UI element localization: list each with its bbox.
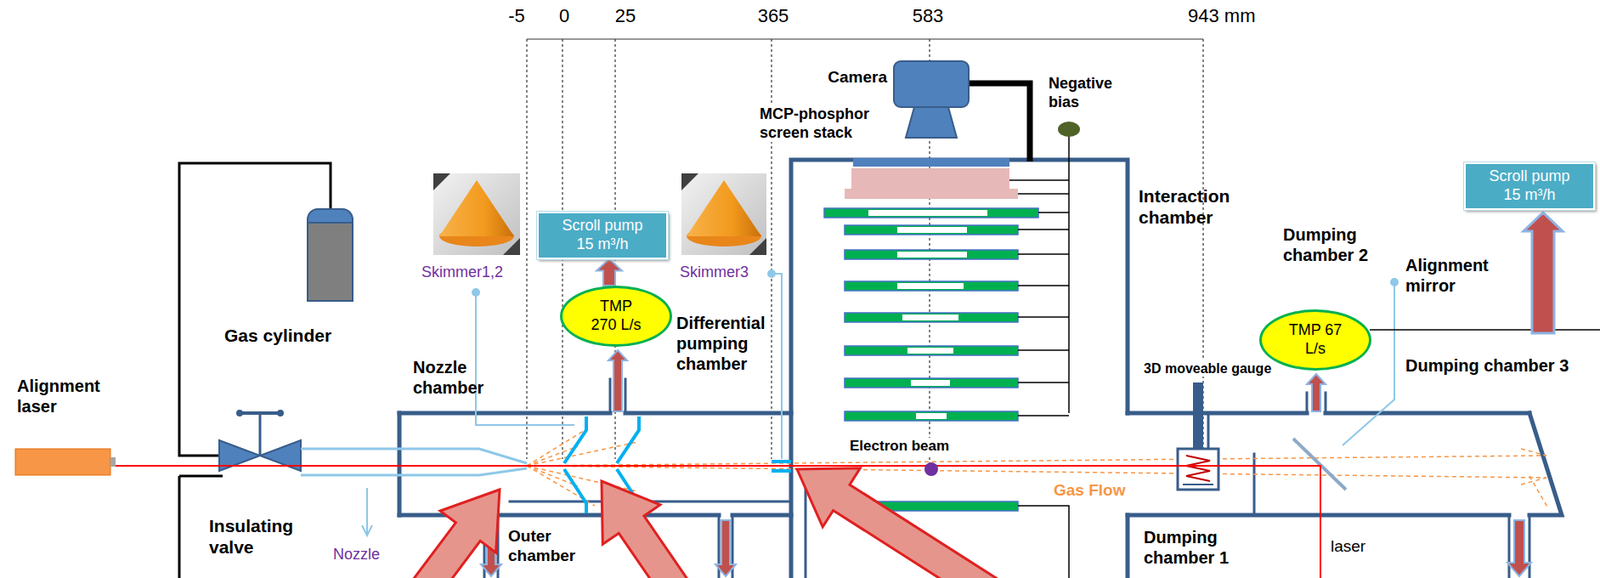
chamber-label: Differential pumping chamber (676, 312, 792, 374)
plate-aperture (915, 412, 947, 419)
plate-aperture (897, 282, 964, 289)
highlight-arrow (797, 468, 1003, 578)
camera (893, 61, 1030, 162)
part-label: Nozzle (333, 545, 380, 565)
mcp-plate (844, 312, 1018, 323)
pump-arrows (408, 212, 1563, 578)
chamber-label: Dumping chamber 1 (1143, 526, 1250, 568)
chamber-label: Dumping chamber 3 (1405, 355, 1569, 376)
dimension: 365 (757, 5, 790, 28)
mcp-plate (844, 281, 1018, 291)
flow-label: Gas Flow (1053, 480, 1126, 501)
pump-box: Scroll pump 15 m³/h (537, 211, 668, 259)
bias-wire (1017, 228, 1069, 231)
nozzle (300, 448, 527, 475)
part-label: Gas cylinder (224, 324, 332, 346)
bias-wire (1017, 284, 1069, 287)
bias-wire (1017, 414, 1069, 417)
bias-terminal (1057, 121, 1080, 137)
connector-arrow (596, 259, 622, 286)
laser-beam (115, 465, 1321, 578)
highlight-arrow (408, 489, 500, 578)
dimension: 0 (559, 5, 570, 28)
pump-arrow (715, 520, 736, 577)
exhaust-arrow (1523, 212, 1563, 334)
chamber-walls (399, 159, 1562, 578)
electron-beam-dot (924, 462, 939, 476)
gas-flow-lines (526, 429, 1549, 509)
chamber-label: Dumping chamber 2 (1283, 224, 1390, 266)
plate-aperture (897, 226, 967, 233)
part-label: Alignment laser (16, 375, 128, 417)
chamber-label: Nozzle chamber (412, 356, 511, 398)
pump-arrow (608, 350, 628, 412)
mcp-plate (844, 249, 1018, 260)
node-text: TMP 67 L/s (1286, 321, 1345, 358)
pump-arrow (1507, 520, 1532, 577)
part-label: Negative bias (1048, 74, 1143, 112)
bias-wire (1017, 381, 1069, 384)
plate-aperture (902, 314, 959, 321)
part-label: Alignment mirror (1405, 254, 1512, 296)
tmp-ellipse: TMP 270 L/s (559, 285, 673, 347)
part-label: Insulating valve (209, 514, 318, 558)
plate-aperture (910, 379, 950, 386)
dimension: 943 mm (1187, 5, 1256, 28)
mcp-phosphor-stack (824, 158, 1039, 511)
gas-supply (179, 163, 353, 578)
node-text: Scroll pump 15 m³/h (1481, 167, 1578, 204)
pump-arrow (1306, 373, 1326, 412)
leader-lines (361, 270, 1398, 536)
mcp-plate (844, 411, 1018, 421)
bias-wire (1017, 253, 1069, 255)
plate-aperture (907, 347, 954, 354)
node-text: TMP 270 L/s (587, 297, 645, 334)
pump-connector (596, 259, 622, 286)
node-text: Scroll pump 15 m³/h (554, 216, 651, 254)
tmp-line (1369, 328, 1600, 331)
part-label: Skimmer3 (679, 263, 749, 283)
dimension: -5 (508, 5, 526, 28)
part-label: Skimmer1,2 (421, 263, 504, 283)
bias-wires (1009, 135, 1069, 578)
mcp-plate (824, 208, 1039, 218)
dimension: 583 (912, 5, 945, 28)
bias-wire (1017, 316, 1069, 318)
highlight-arrow (601, 480, 693, 578)
tmp-ellipse: TMP 67 L/s (1259, 309, 1372, 371)
mcp-plate (844, 225, 1018, 235)
dimension: 25 (615, 5, 636, 28)
part-label: Electron beam (848, 437, 951, 455)
plate-aperture (868, 209, 988, 216)
moveable-gauge (1177, 382, 1219, 490)
part-label: laser (1330, 537, 1366, 557)
mcp-plate (844, 378, 1018, 388)
dimension-lines (526, 39, 1204, 464)
part-label: 3D moveable gauge (1142, 360, 1273, 377)
bias-wire (1017, 349, 1069, 351)
part-label: MCP-phosphor screen stack (757, 105, 893, 142)
alignment-laser (15, 448, 116, 475)
mcp-plate (844, 345, 1018, 356)
pump-box: Scroll pump 15 m³/h (1464, 162, 1595, 210)
chamber-label: Interaction chamber (1138, 185, 1258, 228)
part-label: Camera (827, 67, 888, 88)
plate-aperture (897, 251, 967, 258)
chamber-label: Outer chamber (508, 526, 587, 566)
bias-wire (1038, 211, 1069, 214)
